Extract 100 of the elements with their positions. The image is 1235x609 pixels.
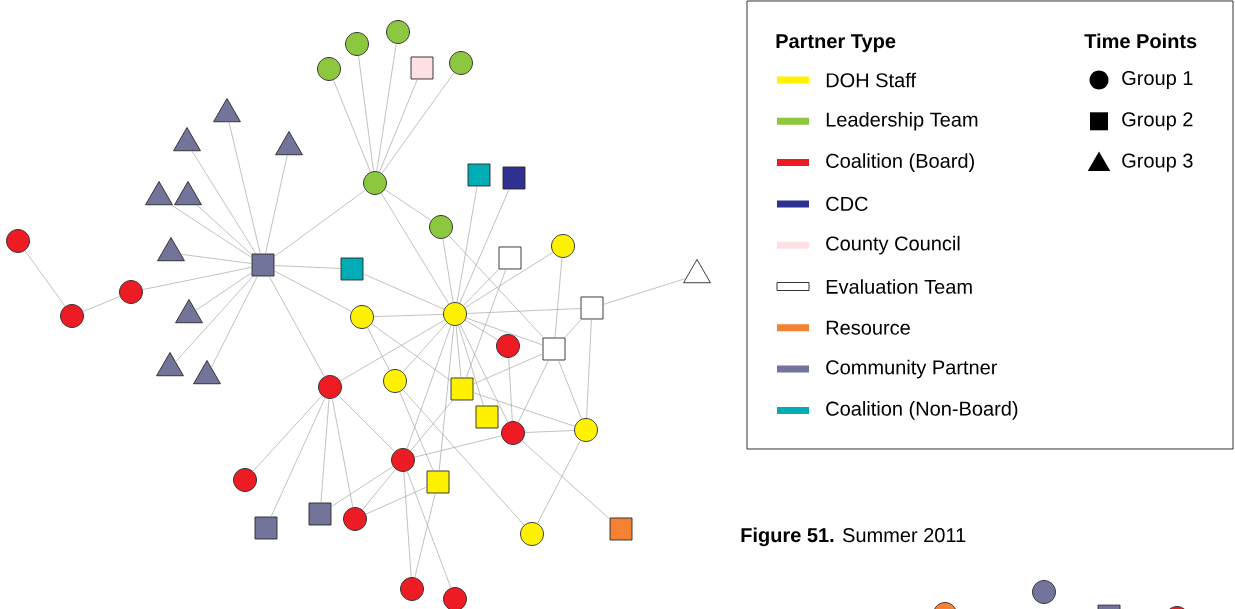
connector-line [274,189,366,257]
square-node [498,246,522,270]
square-node [467,163,491,187]
triangle-node [174,181,202,206]
connector-line [464,319,499,341]
connector-line [171,204,252,258]
legend-label: DOH Staff [826,72,916,88]
connector-line [380,192,450,305]
square-node [580,296,604,320]
connector-line [379,79,418,173]
circle-node [449,51,473,75]
square-node [450,377,474,401]
circle-node [574,418,598,442]
square-node [502,166,526,190]
connector-line [175,276,254,362]
connector-line [82,296,121,312]
connector-line [402,322,448,373]
connector-line [459,324,509,423]
square-node [1097,604,1121,609]
circle-node [496,334,520,358]
connector-line [517,360,549,423]
circle-node [386,20,410,44]
connector-line [373,314,444,317]
connector-line [410,400,453,452]
circle-node [318,375,342,399]
connector-line [456,186,478,303]
circle-node [6,229,30,253]
square-node [542,337,566,361]
connector-line [211,276,258,368]
connector-line [195,272,252,311]
circle-node [343,507,367,531]
square-node [475,405,499,429]
square-node [340,257,364,281]
connector-line [320,398,330,503]
legend-label: Coalition (Non-Board) [826,401,1018,420]
circle-node [933,602,957,609]
triangle-node [145,181,173,206]
connector-line [537,440,581,524]
legend-label: CDC [826,196,868,211]
square-node [426,470,450,494]
connector-line [274,265,341,269]
circle-node [551,234,575,258]
square-node [251,253,275,277]
legend-label: Evaluation Team [826,279,972,294]
connector-line [473,392,575,427]
connector-line [442,238,454,303]
circle-node [520,522,544,546]
connector-line [274,270,352,312]
connector-line [459,189,510,304]
connector-line [381,72,455,174]
triangle-node [275,131,303,156]
connector-line [521,440,610,520]
connector-line [265,154,288,254]
connector-line [399,391,434,471]
legend-label: County Council [826,235,960,255]
legend-label: Coalition (Board) [826,153,974,172]
connector-line [371,323,451,382]
connector-line [196,204,252,255]
connector-line [465,269,507,378]
connector-line [180,254,252,264]
connector-line [414,435,502,458]
connector-line [558,360,582,420]
connector-line [448,235,544,338]
connector-line [524,430,575,433]
triangle-node [173,127,201,152]
square-node [308,502,332,526]
legend-label: Resource [826,320,910,335]
connector-line [586,319,592,419]
connector-line [455,325,462,378]
connector-line [362,468,396,511]
connector-line [473,353,543,385]
connector-line [365,486,427,515]
triangle-node [213,98,241,123]
square-node [254,516,278,540]
legend-heading: Partner Type [776,34,896,53]
connector-line [458,325,484,406]
connector-line [402,389,525,526]
circle-node [391,448,415,472]
connector-line [252,395,323,472]
circle-node [429,215,453,239]
connector-line [339,319,446,382]
circle-node [350,305,374,329]
connector-line [331,466,394,507]
circle-node [501,421,525,445]
connector-line [603,278,686,305]
connector-line [268,276,325,377]
legend-label: Leadership Team [826,111,978,131]
legend-label: Community Partner [826,359,998,379]
triangle-node [157,237,185,262]
connector-line [438,325,455,471]
circle-node [443,587,467,609]
circle-node [60,304,84,328]
circle-node [233,468,257,492]
connector-line [403,471,412,578]
connector-line [338,395,395,452]
connector-line [414,493,436,578]
connector-line [191,150,257,254]
connector-line [463,269,500,306]
connector-line [464,252,554,308]
triangle-node [193,360,221,385]
